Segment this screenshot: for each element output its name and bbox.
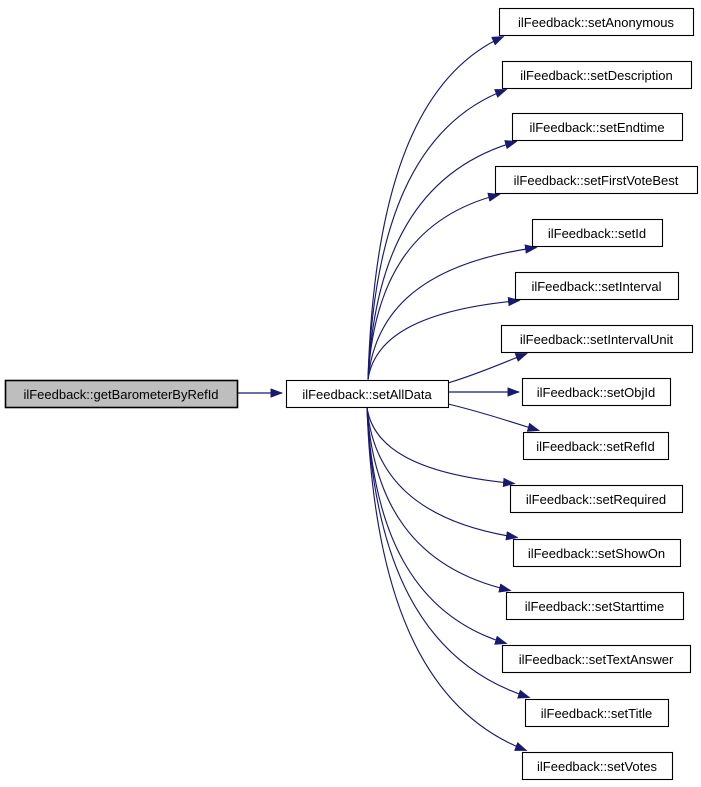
node-callee-setEndtime[interactable]: ilFeedback::setEndtime [511,112,684,142]
node-callee-setTitle-label: ilFeedback::setTitle [541,706,653,721]
node-callee-setVotes-box[interactable] [521,751,674,781]
node-callee-setIntervalUnit-box[interactable] [500,324,694,354]
node-callee-setObjId-label: ilFeedback::setObjId [537,385,656,400]
node-hub-setAllData[interactable]: ilFeedback::setAllData [285,379,450,409]
node-callee-setInterval-label: ilFeedback::setInterval [531,279,661,294]
node-callee-setRequired-box[interactable] [509,484,684,514]
node-root-getBarometerByRefId-box[interactable] [4,379,239,409]
node-callee-setVotes[interactable]: ilFeedback::setVotes [521,751,674,781]
node-callee-setObjId-box[interactable] [521,377,672,407]
node-callee-setAnonymous-label: ilFeedback::setAnonymous [518,15,675,30]
edge-hub-to-setRefId [447,403,541,432]
node-callee-setDescription[interactable]: ilFeedback::setDescription [501,60,693,90]
node-callee-setTextAnswer-label: ilFeedback::setTextAnswer [519,652,674,667]
node-root-getBarometerByRefId[interactable]: ilFeedback::getBarometerByRefId [4,379,239,409]
node-callee-setId-box[interactable] [531,218,664,248]
edge-hub-to-setDescription [367,88,508,380]
node-callee-setFirstVoteBest[interactable]: ilFeedback::setFirstVoteBest [494,165,699,195]
node-callee-setObjId[interactable]: ilFeedback::setObjId [521,377,672,407]
node-callee-setAnonymous-box[interactable] [498,7,695,37]
edge-hub-to-setVotes [366,407,528,752]
node-callee-setShowOn-label: ilFeedback::setShowOn [528,546,665,561]
node-callee-setIntervalUnit-label: ilFeedback::setIntervalUnit [520,332,674,347]
edge-hub-to-setTitle [366,407,531,699]
edge-hub-to-setId [367,244,538,380]
node-callee-setTextAnswer[interactable]: ilFeedback::setTextAnswer [501,644,692,674]
node-callee-setRefId-box[interactable] [522,431,670,461]
node-callee-setDescription-label: ilFeedback::setDescription [520,68,672,83]
node-callee-setRequired-label: ilFeedback::setRequired [526,492,666,507]
node-root-getBarometerByRefId-label: ilFeedback::getBarometerByRefId [23,387,218,402]
edge-hub-to-setRequired [366,407,516,488]
node-callee-setId-label: ilFeedback::setId [548,226,646,241]
node-callee-setId[interactable]: ilFeedback::setId [531,218,664,248]
edge-hub-to-setFirstVoteBest [367,192,501,380]
node-callee-setRequired[interactable]: ilFeedback::setRequired [509,484,684,514]
node-callee-setInterval-box[interactable] [514,271,680,301]
node-callee-setDescription-box[interactable] [501,60,693,90]
node-callee-setStarttime[interactable]: ilFeedback::setStarttime [505,591,685,621]
node-callee-setRefId-label: ilFeedback::setRefId [536,439,655,454]
node-callee-setTextAnswer-box[interactable] [501,644,692,674]
node-callee-setAnonymous[interactable]: ilFeedback::setAnonymous [498,7,695,37]
edge-hub-to-setShowOn [366,407,519,541]
node-callee-setEndtime-box[interactable] [511,112,684,142]
node-callee-setShowOn-box[interactable] [512,538,682,568]
node-callee-setFirstVoteBest-box[interactable] [494,165,699,195]
node-callee-setTitle[interactable]: ilFeedback::setTitle [524,698,670,728]
edge-hub-to-setIntervalUnit [447,352,528,384]
node-callee-setStarttime-box[interactable] [505,591,685,621]
edge-hub-to-setTextAnswer [366,407,508,645]
node-callee-setStarttime-label: ilFeedback::setStarttime [525,599,664,614]
node-callee-setEndtime-label: ilFeedback::setEndtime [529,120,664,135]
edge-hub-to-setAnonymous [367,35,505,380]
edge-hub-to-setEndtime [367,140,518,380]
node-callee-setRefId[interactable]: ilFeedback::setRefId [522,431,670,461]
node-callee-setIntervalUnit[interactable]: ilFeedback::setIntervalUnit [500,324,694,354]
node-callee-setVotes-label: ilFeedback::setVotes [537,759,657,774]
node-callee-setFirstVoteBest-label: ilFeedback::setFirstVoteBest [514,173,679,188]
edge-hub-to-setStarttime [366,407,512,593]
node-callee-setInterval[interactable]: ilFeedback::setInterval [514,271,680,301]
node-callee-setShowOn[interactable]: ilFeedback::setShowOn [512,538,682,568]
edge-hub-to-setInterval [367,296,521,380]
node-hub-setAllData-box[interactable] [285,379,450,409]
node-callee-setTitle-box[interactable] [524,698,670,728]
node-hub-setAllData-label: ilFeedback::setAllData [302,387,432,402]
